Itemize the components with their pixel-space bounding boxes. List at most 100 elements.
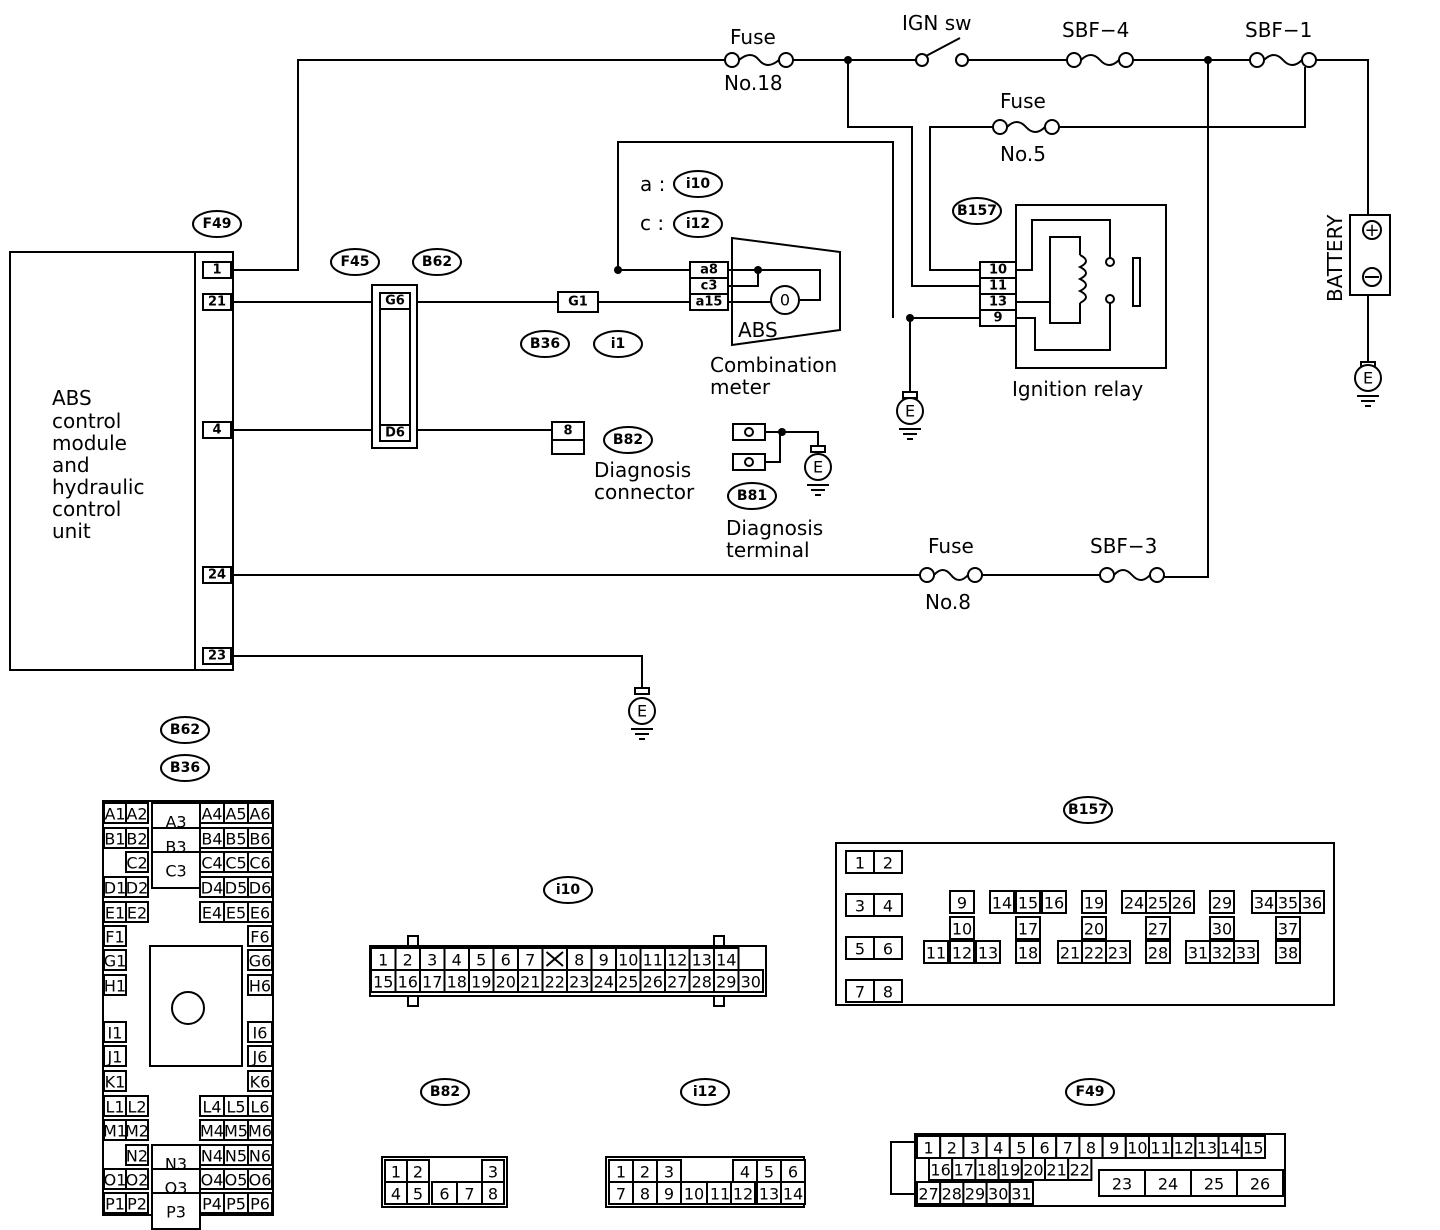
pin-label: 27	[918, 1185, 938, 1204]
pin-label: 19	[1000, 1161, 1020, 1180]
pin-label: 16	[398, 973, 418, 992]
b62-pin	[103, 1045, 127, 1067]
svg-text:B82: B82	[613, 432, 643, 448]
f49-connector-body	[194, 251, 234, 671]
pin-label: C4	[201, 854, 222, 873]
svg-text:c3: c3	[701, 279, 718, 294]
pin-label: 2	[403, 951, 413, 970]
svg-text:B157: B157	[957, 203, 997, 219]
pin-label: E6	[250, 904, 270, 923]
b157-pin	[1169, 890, 1195, 914]
pin-label: 28	[942, 1185, 962, 1204]
diagnosis-connector-label: Diagnosis	[594, 458, 691, 482]
b157-pin	[923, 940, 949, 964]
b62-pin	[103, 1021, 127, 1043]
f49-face-pin	[1240, 1135, 1267, 1159]
pin-label: 26	[643, 973, 663, 992]
pin-label: 10	[952, 920, 972, 939]
tag-i10-top	[673, 170, 723, 198]
b62-pin	[103, 925, 127, 947]
pin-label: B5	[225, 830, 246, 849]
pin-label: O4	[201, 1171, 224, 1190]
pin-label: L2	[127, 1098, 146, 1117]
pin-label: 27	[667, 973, 687, 992]
pin-label: C3	[165, 862, 186, 881]
pin-label: 2	[947, 1139, 957, 1158]
svg-text:8: 8	[563, 424, 572, 439]
pin-label: 29	[1212, 894, 1232, 913]
b62-pin	[247, 827, 273, 849]
b62-pin	[247, 802, 273, 824]
b62-pin	[103, 949, 127, 971]
pin-label: C2	[126, 854, 147, 873]
pin-label: 1	[391, 1163, 401, 1182]
pin-label: 30	[1212, 920, 1232, 939]
diagnosis-terminal-label: Diagnosis	[726, 516, 823, 540]
sbf4-fuse	[1066, 52, 1134, 68]
svg-text:4: 4	[212, 423, 221, 438]
pin-label: L5	[226, 1098, 245, 1117]
pin-label: 3	[855, 897, 865, 916]
b62-pin	[125, 901, 149, 923]
pin-label: P3	[166, 1203, 186, 1222]
f49-face-pin	[1190, 1169, 1238, 1197]
fuse8-number: No.8	[925, 590, 971, 614]
pin-label: 30	[741, 973, 761, 992]
pin-label: 4	[993, 1139, 1003, 1158]
pin-label: 37	[1278, 920, 1298, 939]
fuse-no5	[992, 119, 1060, 135]
pin-label: 28	[1148, 944, 1168, 963]
pin-label: M1	[103, 1122, 127, 1141]
pin-label: K6	[250, 1073, 271, 1092]
pin-label: B2	[126, 830, 147, 849]
b157-pin	[873, 936, 903, 960]
svg-text:E: E	[1363, 369, 1373, 388]
pin-label: 5	[764, 1163, 774, 1182]
pin-label: L4	[202, 1098, 221, 1117]
b62-pin	[247, 901, 273, 923]
pin-label: 28	[692, 973, 712, 992]
blank-pin-mark	[545, 951, 564, 967]
pin-label: J6	[252, 1048, 268, 1067]
pin-label: 19	[1084, 894, 1104, 913]
pin-label: 23	[1112, 1175, 1132, 1194]
pin-label: 25	[1204, 1175, 1224, 1194]
svg-text:+: +	[1364, 220, 1379, 241]
pin-label: M2	[125, 1122, 149, 1141]
pin-label: 1	[616, 1163, 626, 1182]
tag-b82	[603, 426, 653, 454]
pin-label: N6	[249, 1147, 271, 1166]
battery-label: BATTERY	[1323, 214, 1347, 302]
svg-text:a8: a8	[700, 263, 718, 278]
b62-pin	[125, 1192, 149, 1214]
pin-label: 29	[965, 1185, 985, 1204]
b62-pin	[125, 1168, 149, 1190]
b157-pin	[1233, 940, 1259, 964]
b62-pin	[247, 1168, 273, 1190]
pin-label: H1	[104, 977, 126, 996]
pin-label: O6	[249, 1171, 272, 1190]
pin-label: 22	[545, 973, 565, 992]
pin-label: O2	[126, 1171, 149, 1190]
pin-label: 25	[1148, 894, 1168, 913]
pin-label: 7	[855, 983, 865, 1002]
pin-label: 11	[926, 944, 946, 963]
pin-label: K1	[105, 1073, 126, 1092]
wire-f49-1-fuse18	[233, 59, 725, 271]
b157-pin	[1275, 940, 1301, 964]
pin-label: 24	[594, 973, 614, 992]
pin-label: P4	[202, 1195, 222, 1214]
pin-label: 30	[988, 1185, 1008, 1204]
pin-label: 16	[1044, 894, 1064, 913]
pin-label: 9	[957, 894, 967, 913]
pin-label: 18	[447, 973, 467, 992]
b157-pin	[873, 850, 903, 874]
pin-label: 23	[569, 973, 589, 992]
b157-pin	[975, 940, 1001, 964]
pin-label: 8	[1086, 1139, 1096, 1158]
tag-i12-top	[673, 210, 723, 238]
pin-label: P5	[226, 1195, 246, 1214]
pin-label: B6	[249, 830, 270, 849]
